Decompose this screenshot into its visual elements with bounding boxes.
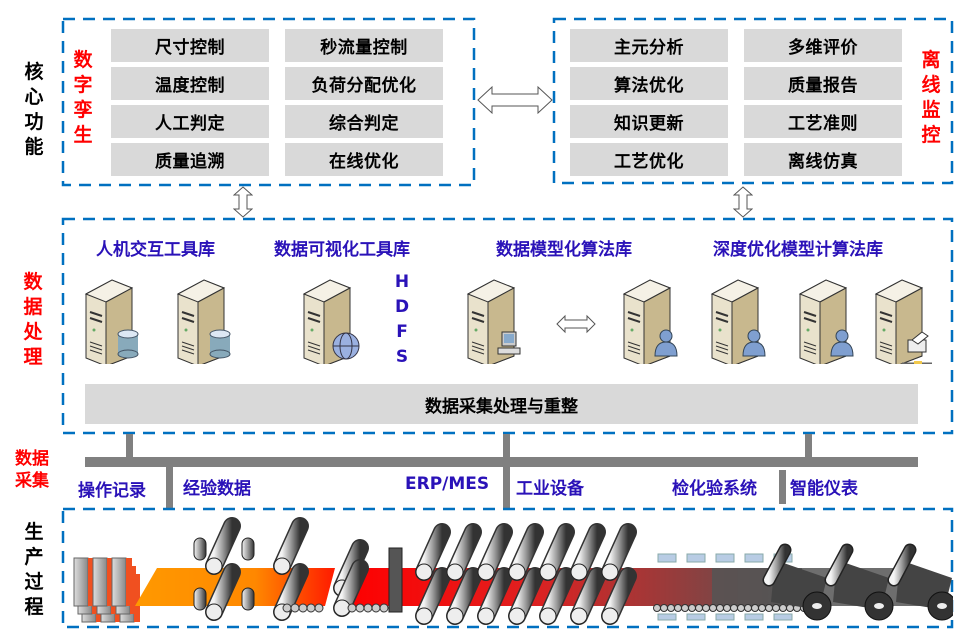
server-database-icon — [84, 279, 139, 364]
bus-connector — [166, 466, 173, 508]
slab — [111, 557, 127, 607]
server-globe-icon — [302, 279, 360, 364]
digital-twin-item: 综合判定 — [285, 105, 443, 138]
offline-monitor-item: 算法优化 — [570, 67, 728, 100]
offline-monitor-title: 离线监控 — [921, 49, 941, 146]
source-smart-instruments: 智能仪表 — [790, 479, 858, 499]
label-data-processing: 数据处理 — [23, 271, 43, 368]
production-process-panel — [61, 507, 954, 629]
offline-monitor-item: 主元分析 — [570, 29, 728, 62]
edger-roll — [193, 537, 207, 561]
cooling-header — [715, 553, 735, 563]
server-database-icon — [176, 279, 231, 364]
cooling-header — [657, 613, 677, 621]
label-production-process: 生产过程 — [24, 521, 44, 618]
digital-twin-panel — [61, 17, 476, 187]
offline-monitor-item: 离线仿真 — [744, 143, 902, 176]
library-deep-optimization-algorithms: 深度优化模型计算法库 — [713, 240, 883, 260]
digital-twin-item: 尺寸控制 — [111, 29, 269, 62]
vertical-arrow-icon — [733, 186, 753, 218]
cooling-header — [744, 553, 764, 563]
rolling-line-illustration — [73, 517, 953, 625]
library-visualization-tools: 数据可视化工具库 — [274, 240, 410, 260]
slab-stack-icon — [73, 557, 140, 623]
data-collection-processing-bar: 数据采集处理与重整 — [85, 384, 918, 424]
bidirectional-arrow-icon — [477, 85, 553, 115]
digital-twin-item: 人工判定 — [111, 105, 269, 138]
slab — [73, 557, 89, 607]
library-hmi-tools: 人机交互工具库 — [96, 240, 215, 260]
data-processing-panel — [61, 217, 954, 435]
source-experience-data: 经验数据 — [183, 479, 251, 499]
cooling-header — [773, 613, 793, 621]
slab — [92, 557, 108, 607]
digital-twin-item: 秒流量控制 — [285, 29, 443, 62]
label-data-collection: 数据采集 — [15, 449, 49, 491]
label-core-functions: 核心功能 — [24, 61, 44, 158]
source-lab-inspection-system: 检化验系统 — [672, 479, 757, 499]
offline-monitor-item: 工艺优化 — [570, 143, 728, 176]
digital-twin-item: 负荷分配优化 — [285, 67, 443, 100]
offline-monitor-panel — [552, 17, 954, 185]
offline-monitor-item: 多维评价 — [744, 29, 902, 62]
bus-connector — [503, 434, 510, 508]
digital-twin-item: 温度控制 — [111, 67, 269, 100]
cooling-header — [686, 553, 706, 563]
server-user-icon — [798, 279, 854, 364]
cooling-header — [657, 553, 677, 563]
edger-roll — [241, 587, 255, 611]
bus-connector — [779, 470, 786, 504]
bidirectional-arrow-icon — [556, 314, 596, 334]
source-industrial-equipment: 工业设备 — [516, 479, 584, 499]
descaler-icon — [388, 547, 403, 613]
digital-twin-item: 在线优化 — [285, 143, 443, 176]
cooling-header — [686, 613, 706, 621]
vertical-arrow-icon — [233, 186, 253, 218]
server-workstation-icon — [466, 279, 521, 364]
bus-connector — [805, 434, 812, 460]
offline-monitor-item: 质量报告 — [744, 67, 902, 100]
server-user-icon — [710, 279, 766, 364]
data-bus-line — [85, 457, 918, 467]
offline-monitor-item: 知识更新 — [570, 105, 728, 138]
cooling-header — [715, 613, 735, 621]
library-data-modeling-algorithms: 数据模型化算法库 — [496, 240, 632, 260]
digital-twin-title: 数字孪生 — [73, 49, 93, 146]
offline-monitor-item: 工艺准则 — [744, 105, 902, 138]
edger-roll — [193, 587, 207, 611]
source-operation-records: 操作记录 — [78, 481, 146, 501]
source-erp-mes: ERP/MES — [405, 474, 490, 494]
server-user-icon — [622, 279, 678, 364]
digital-twin-item: 质量追溯 — [111, 143, 269, 176]
server-printer-icon — [874, 279, 932, 364]
bus-connector — [126, 434, 133, 460]
edger-roll — [241, 537, 255, 561]
cooling-header — [744, 613, 764, 621]
